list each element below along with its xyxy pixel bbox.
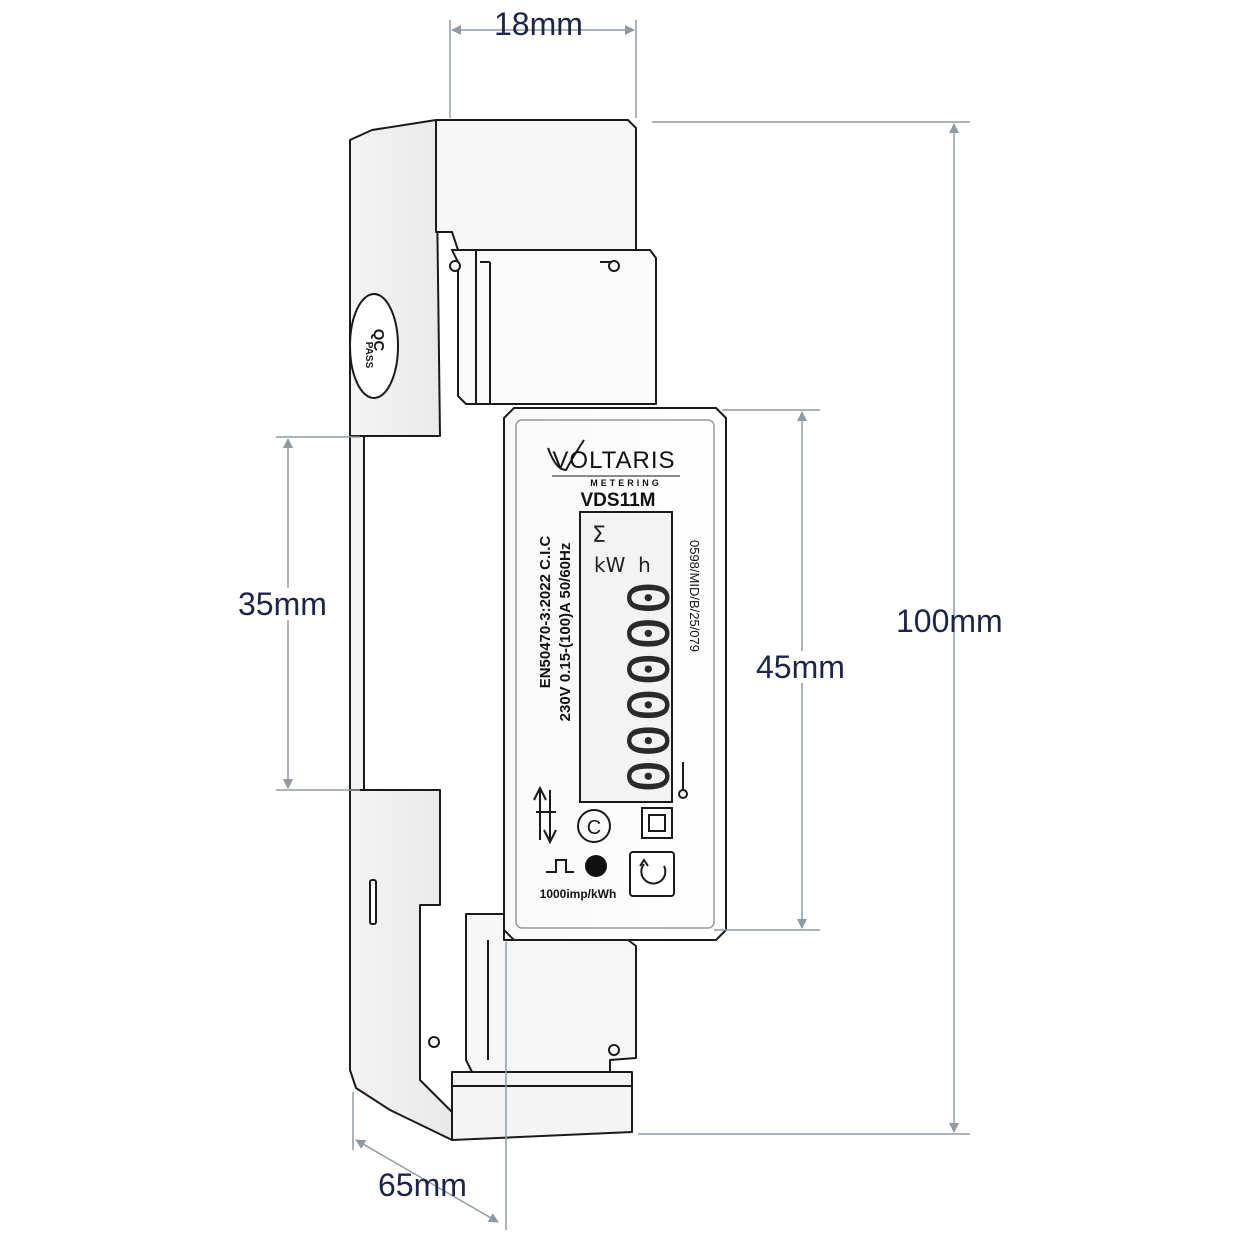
brand-name: VOLTARIS	[552, 447, 675, 474]
dim-width-label: 18mm	[494, 6, 583, 42]
lcd-digits: 000000	[614, 581, 679, 795]
brand-logo-mark	[547, 439, 585, 472]
approval-number: 0598/MID/B/25/079	[687, 540, 702, 652]
scroll-button[interactable]	[629, 851, 675, 897]
class-mark-letter: C	[587, 817, 601, 839]
lcd-screen	[579, 511, 673, 803]
pulse-rate: 1000imp/kWh	[540, 887, 617, 901]
pulse-icon	[546, 859, 574, 873]
dim-window-label: 45mm	[756, 649, 845, 685]
qc-sub-label: PASS	[363, 342, 374, 369]
thermometer-icon	[678, 762, 688, 799]
dim-depth-label: 65mm	[378, 1167, 467, 1203]
double-insulation-icon	[641, 807, 673, 839]
bottom-cover	[451, 1071, 633, 1141]
spec-standard: EN50470-3:2022 C.I.C	[537, 536, 554, 689]
model-name: VDS11M	[581, 490, 656, 511]
brand-sub: METERING	[590, 478, 662, 488]
upper-cover	[451, 249, 657, 405]
front-face: VOLTARIS METERING VDS11M EN50470-3:2022 …	[515, 419, 715, 929]
pulse-led	[585, 855, 607, 877]
dim-depth-line	[355, 1139, 499, 1223]
qc-label: QC	[370, 329, 387, 352]
top-block	[435, 119, 637, 251]
side-face	[349, 119, 453, 1141]
lcd-sigma: Σ	[592, 523, 606, 548]
dim-rail-label: 35mm	[238, 586, 327, 622]
class-mark-icon	[577, 809, 611, 843]
spec-ratings: 230V 0.15-(100)A 50/60Hz	[557, 543, 574, 722]
qc-sticker: QC PASS	[349, 293, 399, 399]
dim-height-label: 100mm	[896, 603, 1003, 639]
lcd-unit: kW h	[594, 553, 651, 577]
refresh-icon	[640, 863, 667, 885]
bidirectional-arrows-icon	[533, 785, 557, 845]
lower-block	[465, 913, 637, 1073]
